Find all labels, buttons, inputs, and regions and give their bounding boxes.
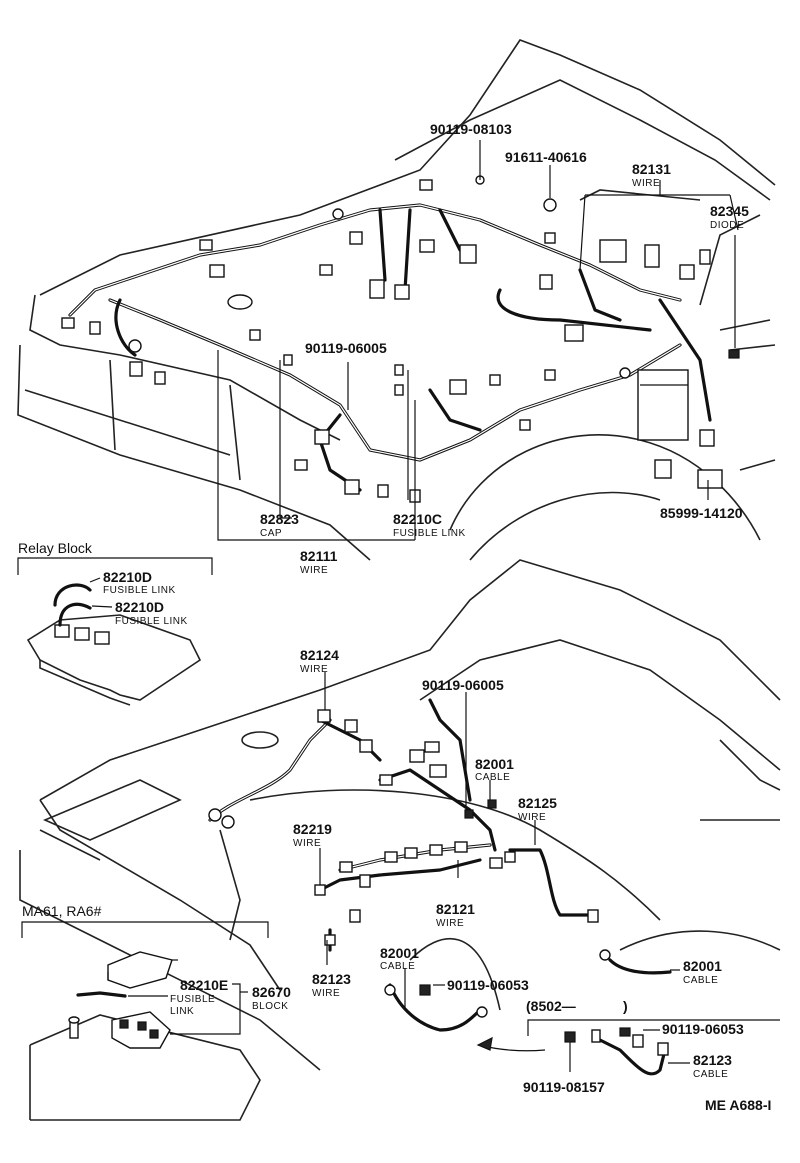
callout-82219: 82219 [293,821,332,837]
callout-90119-06005-top: 90119-06005 [305,340,387,356]
callout-82210e-desc2: LINK [170,1006,194,1017]
callout-82823-desc: CAP [260,528,282,539]
callout-82210d-b: 82210D [115,599,164,615]
callout-82210e: 82210E [180,977,228,993]
upper-callouts: 90119-08103 91611-40616 82131 WIRE 82345… [260,121,749,576]
relay-block-inset: Relay Block 82210D FUSIBLE LINK 82210D F… [17,540,213,706]
callout-82121-desc: WIRE [436,918,464,929]
callout-82210e-desc1: FUSIBLE [170,994,215,1005]
callout-90119-08103: 90119-08103 [430,121,512,137]
callout-82111: 82111 [300,548,338,564]
callout-82345-desc: DIODE [710,220,744,231]
callout-82121: 82121 [436,901,475,917]
date-inset-8502: (8502— ) 90119-06053 82123 CABLE 90119-0… [476,998,780,1095]
callout-82210d-b-desc: FUSIBLE LINK [115,616,188,627]
callout-82123-b-desc: CABLE [693,1069,728,1080]
inset-8502-label: (8502— [526,998,576,1014]
lower-callouts: 82124 WIRE 90119-06005 82001 CABLE 82125… [293,647,722,999]
callout-82210c-desc: FUSIBLE LINK [393,528,466,539]
callout-82131: 82131 [632,161,671,177]
callout-82001-a-desc: CABLE [475,772,510,783]
callout-82345: 82345 [710,203,749,219]
lower-harness [208,698,672,1076]
upper-connectors [61,175,740,503]
upper-body-outline [17,39,776,561]
callout-90119-08157: 90119-08157 [523,1079,605,1095]
callout-82125-desc: WIRE [518,812,546,823]
callout-82210d-a-desc: FUSIBLE LINK [103,585,176,596]
callout-82670-desc: BLOCK [252,1001,288,1012]
callout-82001-c-desc: CABLE [683,975,718,986]
variant-inset: MA61, RA6# 82210E FUSIBLE LINK 82670 BLO… [21,903,291,1121]
callout-82001-b: 82001 [380,945,419,961]
callout-82219-desc: WIRE [293,838,321,849]
callout-90119-06053-a: 90119-06053 [447,977,529,993]
callout-82210d-a: 82210D [103,569,152,585]
callout-82124-desc: WIRE [300,664,328,675]
lower-leader-lines [319,672,680,1010]
inset-8502-close: ) [623,998,628,1014]
callout-82823: 82823 [260,511,299,527]
relay-block-heading: Relay Block [18,540,93,556]
callout-82670: 82670 [252,984,291,1000]
lower-connectors [208,709,611,1018]
upper-leader-lines [217,140,739,541]
callout-91611-40616: 91611-40616 [505,149,587,165]
callout-82001-a: 82001 [475,756,514,772]
lower-body-outline [19,559,781,1071]
callout-82123-a: 82123 [312,971,351,987]
callout-82210c: 82210C [393,511,442,527]
callout-82131-desc: WIRE [632,178,660,189]
variant-heading: MA61, RA6# [22,903,102,919]
callout-82111-desc: WIRE [300,565,328,576]
callout-82125: 82125 [518,795,557,811]
callout-82123-a-desc: WIRE [312,988,340,999]
callout-82001-c: 82001 [683,958,722,974]
callout-90119-06053-b: 90119-06053 [662,1021,744,1037]
callout-82123-b: 82123 [693,1052,732,1068]
drawing-code: ME A688-I [705,1097,771,1113]
callout-82124: 82124 [300,647,339,663]
callout-85999-14120: 85999-14120 [660,505,743,521]
callout-82001-b-desc: CABLE [380,961,415,972]
callout-90119-06005-bot: 90119-06005 [422,677,504,693]
